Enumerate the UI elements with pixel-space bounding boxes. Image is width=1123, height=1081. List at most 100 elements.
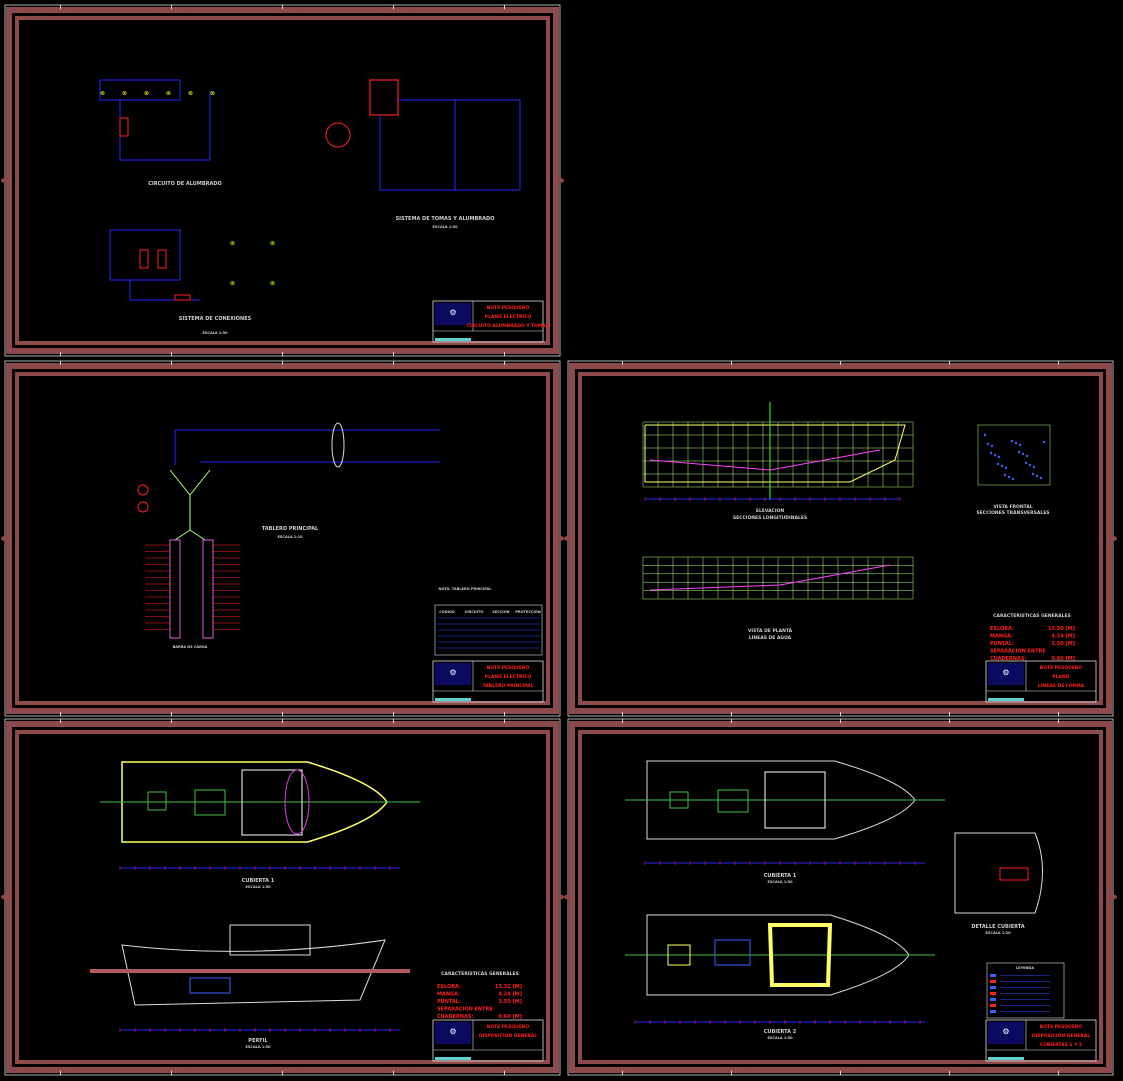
frame-marker: [1109, 536, 1117, 541]
title-block-text: BOTE PESQUERO: [487, 1024, 530, 1030]
diagram-title: TABLERO PRINCIPAL: [262, 526, 319, 532]
logo: [988, 1022, 1024, 1044]
view-title: DETALLE CUBIERTA: [971, 924, 1024, 930]
title-block-text: LINEAS DE FORMA: [1038, 683, 1085, 689]
hatch: [667, 944, 691, 966]
frame-marker: [1109, 894, 1117, 900]
legend-symbol: [990, 1010, 996, 1013]
legend-frame: [986, 962, 1065, 1019]
scale-bar: [435, 1057, 471, 1060]
logo-icon: ⚙: [449, 1027, 456, 1036]
engine-room: [714, 939, 751, 966]
generator-icon: [137, 501, 149, 513]
scale-label: ESCALA 1:50: [767, 880, 793, 884]
logo: [435, 1022, 471, 1044]
breaker: [119, 117, 129, 137]
spec-value: 13.50 [M]: [1048, 626, 1075, 632]
section-point: [1000, 464, 1004, 468]
section-point: [989, 451, 993, 455]
sheet-general-arrangement: ⚙ BOTE PESQUERO DISPOSICION GENERAL CUBIERT…: [1, 718, 564, 1076]
line: [99, 79, 181, 101]
socket-icon: [325, 122, 351, 148]
scale-label: ESCALA 1:50: [767, 1036, 793, 1040]
line: [649, 449, 881, 471]
section-point: [1039, 476, 1043, 480]
engine: [189, 977, 231, 994]
frame-marker: [556, 178, 564, 183]
distribution-panel: [369, 79, 399, 116]
view-title: PERFIL: [248, 1038, 268, 1044]
scale-label: ESCALA 1:10: [277, 535, 303, 539]
scale-label: ESCALA 1:50: [202, 331, 228, 335]
legend-title: LEYENDA: [1016, 966, 1034, 970]
title-block-text: PLANO: [1052, 674, 1069, 680]
section-point: [996, 462, 1000, 466]
frame-marker: [564, 536, 572, 541]
line: [169, 469, 211, 496]
section-point: [1007, 475, 1011, 479]
detail-component: [999, 867, 1029, 881]
frame-marker: [556, 894, 564, 900]
section-point: [1025, 454, 1029, 458]
lamp-icon: ⊗: [188, 90, 193, 97]
section-point: [1004, 466, 1008, 470]
view-title: CUBIERTA 2: [764, 1029, 797, 1035]
lamp-icon: ⊗: [122, 90, 127, 97]
view-title: CUBIERTA 1: [242, 878, 275, 884]
lamp-icon: ⊗: [144, 90, 149, 97]
spec-name: SEPARACION ENTRE: [437, 1007, 493, 1013]
logo-icon: ⚙: [449, 308, 456, 317]
section-point: [1014, 441, 1018, 445]
scale-bar: [988, 1057, 1024, 1060]
section-point: [983, 433, 987, 437]
spec-value: 0.60 [M]: [498, 1014, 522, 1020]
lamp-icon: ⊗: [100, 90, 105, 97]
breaker: [157, 249, 167, 269]
spec-value: 3.50 [M]: [498, 999, 522, 1005]
scale-bar: [988, 698, 1024, 701]
frame-marker: [1, 536, 9, 541]
title-block-text: TABLERO PRINCIPAL: [483, 683, 534, 689]
table-header: PROTECCION: [515, 610, 540, 614]
table-frame: [434, 604, 543, 656]
note: NOTA: TABLERO PRINCIPAL: [439, 587, 493, 591]
deck-house: [767, 923, 833, 987]
cable-bundle: [331, 422, 345, 468]
title-block-text: BOTE PESQUERO: [487, 665, 530, 671]
line: [649, 564, 891, 591]
diagram-title: CIRCUITO DE ALUMBRADO: [148, 181, 222, 187]
sheet-outline: [4, 4, 561, 357]
label: BARRA DE CARGA: [173, 645, 208, 649]
section-point: [990, 444, 994, 448]
sheet-frame-inner: [15, 730, 550, 1064]
view-title: CUBIERTA 1: [764, 873, 797, 879]
view-title: SECCIONES TRANSVERSALES: [976, 510, 1049, 516]
section-point: [1021, 452, 1025, 456]
section-point: [1017, 450, 1021, 454]
sheet-frame-inner: [578, 372, 1103, 705]
sheet-outline: [567, 360, 1114, 717]
title-block-text: DISPOSICION GENERAL: [479, 1033, 537, 1039]
diagram-title: SISTEMA DE TOMAS Y ALUMBRADO: [396, 216, 495, 222]
scale-bar: [435, 338, 471, 341]
title-block-text: PLANO ELECTRICO: [485, 674, 532, 680]
hatch: [717, 789, 749, 813]
table-header: CIRCUITO: [465, 610, 484, 614]
section-point: [1035, 474, 1039, 478]
title-block-text: PLANO ELECTRICO: [485, 314, 532, 320]
section-point: [986, 442, 990, 446]
spec-name: MANGA:: [990, 634, 1013, 640]
line: [109, 229, 181, 281]
title-block-frame: [432, 300, 544, 343]
title-block-text: BOTE PESQUERO: [1040, 665, 1083, 671]
lamp-icon: ⊗: [230, 240, 235, 247]
sheet-frame-outer: [569, 363, 1112, 714]
line: [189, 529, 206, 541]
view-title: SECCIONES LONGITUDINALES: [733, 515, 807, 521]
spec-value: 4.24 [M]: [1051, 634, 1075, 640]
